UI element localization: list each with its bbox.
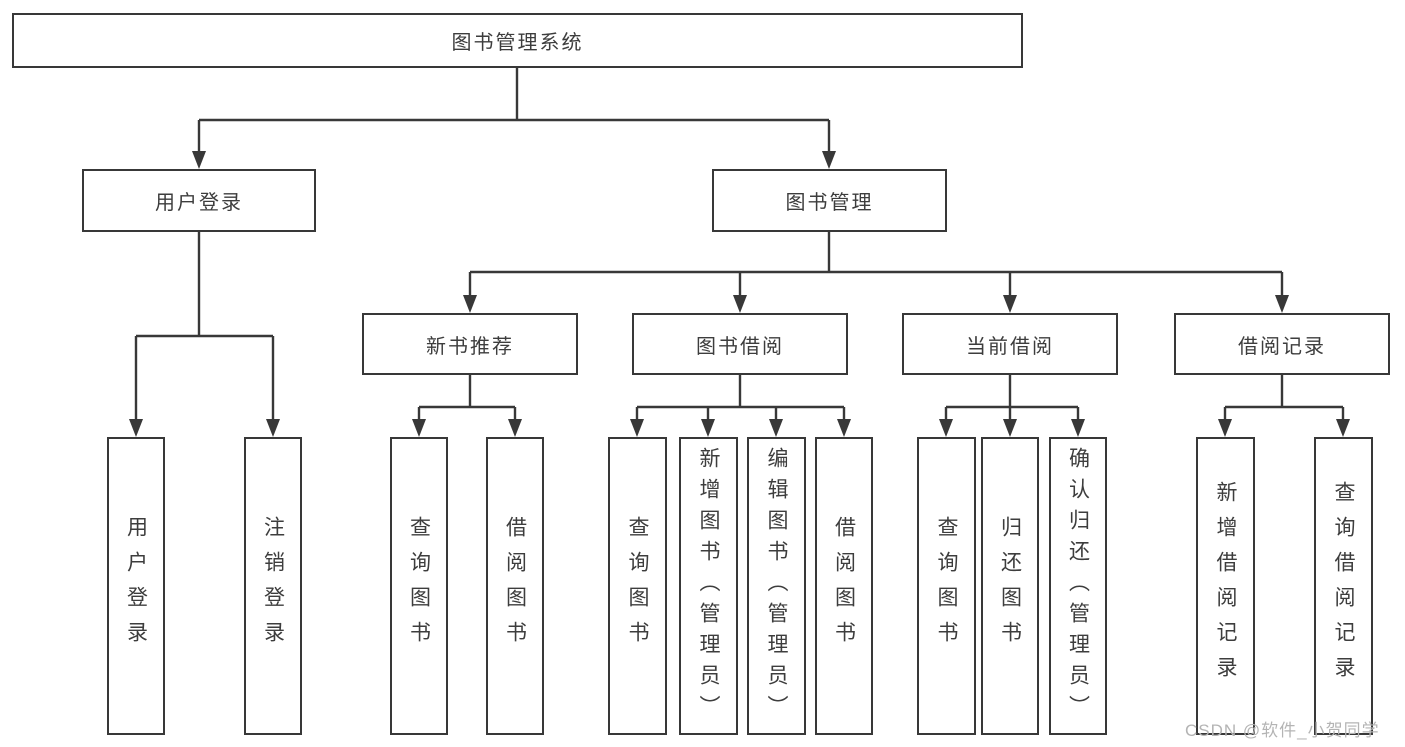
node-label: 借阅图书 xyxy=(503,516,527,656)
node-label: 新增借阅记录 xyxy=(1214,481,1237,691)
arrowhead-icon xyxy=(463,295,477,313)
arrowhead-icon xyxy=(1003,295,1017,313)
node-root-library-system: 图书管理系统 xyxy=(12,13,1023,68)
arrowhead-icon xyxy=(701,419,715,437)
arrowhead-icon xyxy=(837,419,851,437)
node-label: 查询图书 xyxy=(407,516,431,656)
node-leaf-query-books-current: 查询图书 xyxy=(917,437,976,735)
node-leaf-logout: 注销登录 xyxy=(244,437,302,735)
connector-line xyxy=(944,375,1080,423)
connector-line xyxy=(468,232,1284,299)
arrowhead-icon xyxy=(769,419,783,437)
node-leaf-query-books-recommend: 查询图书 xyxy=(390,437,448,735)
arrowhead-icon xyxy=(1003,419,1017,437)
node-module-book-borrow: 图书借阅 xyxy=(632,313,848,375)
node-leaf-add-books-admin: 新增图书（管理员） xyxy=(679,437,738,735)
connector-line xyxy=(197,68,831,155)
arrowhead-icon xyxy=(129,419,143,437)
node-leaf-user-login: 用户登录 xyxy=(107,437,165,735)
node-module-new-book-recommend: 新书推荐 xyxy=(362,313,578,375)
arrowhead-icon xyxy=(192,151,206,169)
connector-line xyxy=(134,232,275,423)
node-label: 图书借阅 xyxy=(696,335,784,358)
node-label: 图书管理 xyxy=(785,192,874,214)
node-label: 用户登录 xyxy=(124,516,148,656)
node-label: 查询图书 xyxy=(626,516,649,656)
node-label: 用户登录 xyxy=(155,192,243,214)
watermark: CSDN @软件_小贺同学 xyxy=(1185,721,1380,740)
node-leaf-query-borrow-record: 查询借阅记录 xyxy=(1314,437,1373,735)
arrowhead-icon xyxy=(412,419,426,437)
arrowhead-icon xyxy=(822,151,836,169)
node-label: 借阅图书 xyxy=(832,516,856,656)
node-module-current-borrow: 当前借阅 xyxy=(902,313,1118,375)
node-label: 注销登录 xyxy=(261,516,285,656)
node-leaf-edit-books-admin: 编辑图书（管理员） xyxy=(747,437,806,735)
node-label: 图书管理系统 xyxy=(451,32,584,54)
node-label: 查询借阅记录 xyxy=(1332,481,1355,691)
node-label: 归还图书 xyxy=(998,516,1022,656)
arrowhead-icon xyxy=(1218,419,1232,437)
arrowhead-icon xyxy=(508,419,522,437)
node-label: 编辑图书（管理员） xyxy=(765,446,788,726)
node-leaf-return-books: 归还图书 xyxy=(981,437,1039,735)
connector-line xyxy=(417,375,517,423)
node-leaf-add-borrow-record: 新增借阅记录 xyxy=(1196,437,1255,735)
node-label: 新书推荐 xyxy=(426,335,514,358)
node-label: 确认归还（管理员） xyxy=(1066,446,1090,726)
arrowhead-icon xyxy=(1336,419,1350,437)
node-label: 当前借阅 xyxy=(966,335,1054,358)
node-module-borrow-records: 借阅记录 xyxy=(1174,313,1390,375)
node-leaf-borrow-books-borrow: 借阅图书 xyxy=(815,437,873,735)
node-label: 借阅记录 xyxy=(1238,335,1326,358)
connector-line xyxy=(1223,375,1345,423)
arrowhead-icon xyxy=(1275,295,1289,313)
node-module-user-login: 用户登录 xyxy=(82,169,316,232)
arrowhead-icon xyxy=(939,419,953,437)
arrowhead-icon xyxy=(630,419,644,437)
node-leaf-confirm-return-admin: 确认归还（管理员） xyxy=(1049,437,1107,735)
node-leaf-borrow-books-recommend: 借阅图书 xyxy=(486,437,544,735)
node-leaf-query-books-borrow: 查询图书 xyxy=(608,437,667,735)
arrowhead-icon xyxy=(733,295,747,313)
node-module-book-management: 图书管理 xyxy=(712,169,947,232)
arrowhead-icon xyxy=(266,419,280,437)
connector-line xyxy=(635,375,846,423)
node-label: 查询图书 xyxy=(935,516,958,656)
node-label: 新增图书（管理员） xyxy=(697,446,720,726)
arrowhead-icon xyxy=(1071,419,1085,437)
